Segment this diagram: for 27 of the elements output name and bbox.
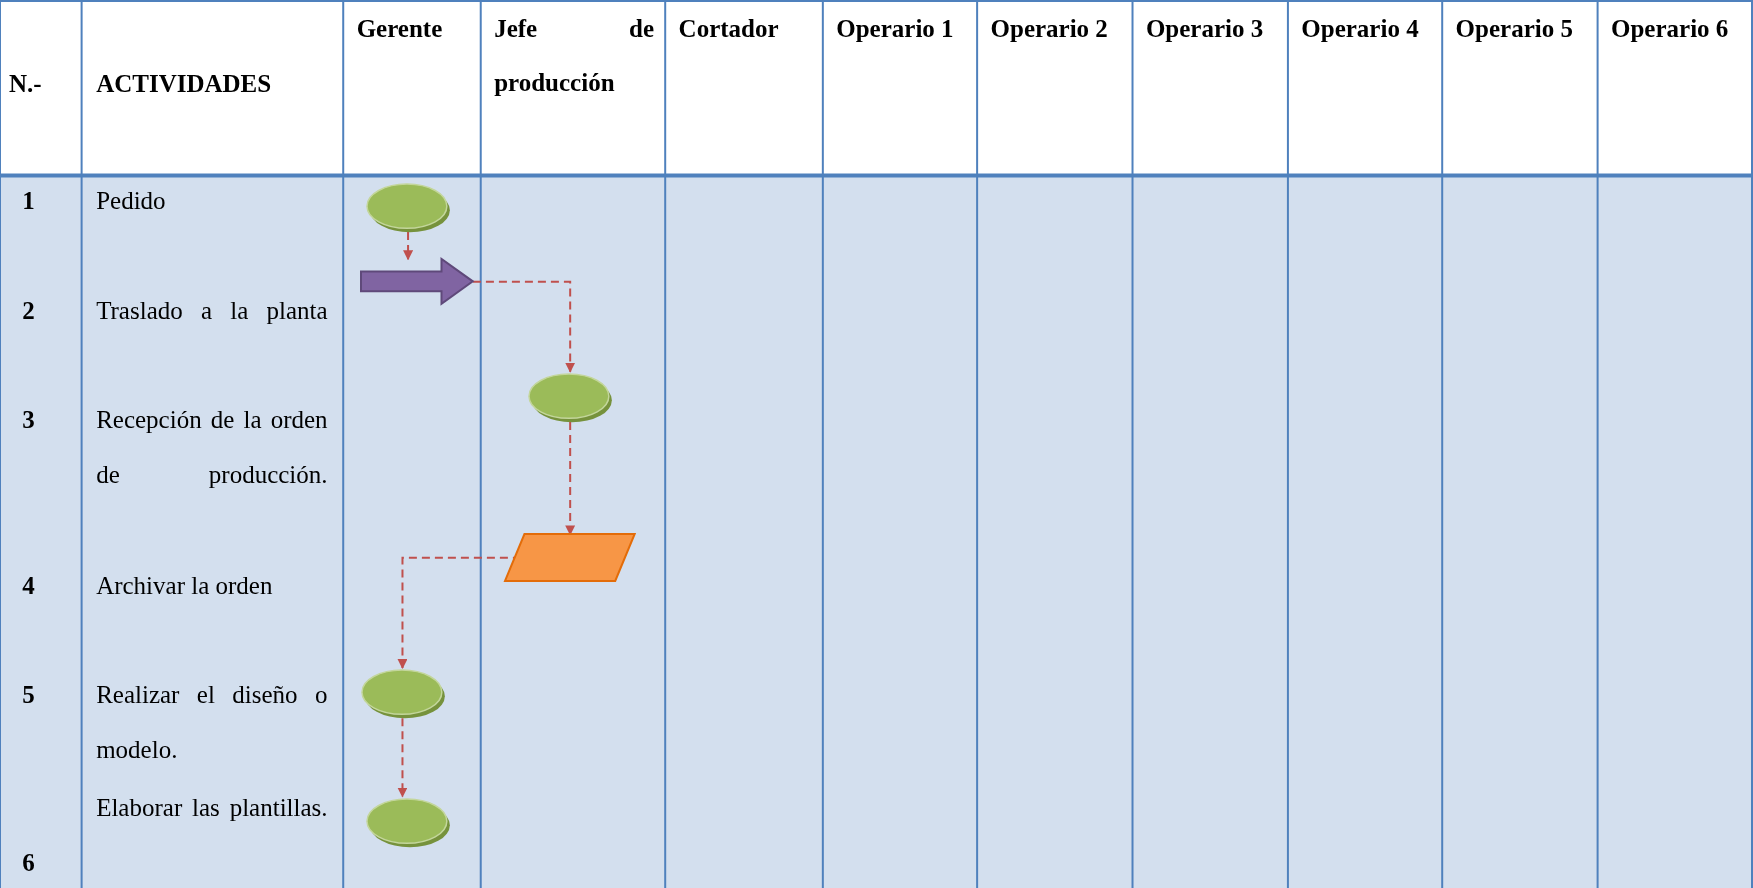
row-number: 6 — [22, 848, 36, 879]
activity-text: Elaborar las plantillas. — [96, 793, 328, 824]
activity-text: Pedido — [96, 186, 167, 217]
column-header: Gerente — [356, 14, 444, 45]
column-header: Operario 3 — [1145, 14, 1265, 45]
column-header: Operario 4 — [1301, 14, 1420, 45]
column-header: Jefe de producción — [494, 14, 654, 98]
activity-text: Recepción de la orden de producción. — [96, 405, 328, 491]
column-header: Operario 6 — [1611, 14, 1730, 45]
row-number: 4 — [22, 570, 36, 601]
column-header: ACTIVIDADES — [96, 68, 273, 99]
flow-arrow — [403, 231, 414, 261]
column-header: Operario 2 — [990, 14, 1109, 45]
column-header: Operario 5 — [1455, 14, 1574, 45]
column-header: N.- — [8, 68, 43, 99]
flow-arrow — [397, 717, 408, 798]
activity-text: Traslado a la planta — [96, 295, 328, 326]
row-number: 1 — [22, 186, 36, 217]
column-header: Operario 1 — [836, 14, 955, 45]
row-number: 2 — [22, 295, 36, 326]
activity-text: Archivar la orden — [96, 570, 274, 601]
flow-arrow — [471, 280, 576, 373]
row-number: 5 — [22, 680, 36, 711]
row-number: 3 — [22, 405, 36, 436]
flow-arrow — [565, 421, 576, 536]
column-header: Cortador — [678, 14, 780, 45]
activity-text: Realizar el diseño o modelo. — [96, 680, 328, 766]
